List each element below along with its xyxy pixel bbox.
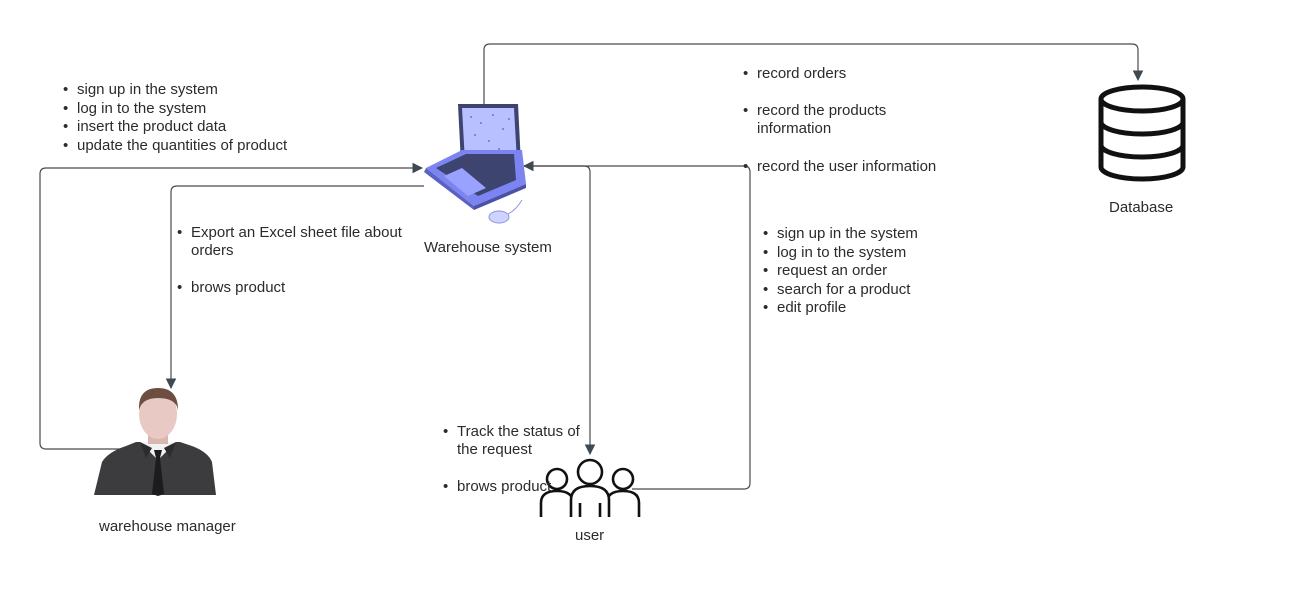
- warehouse-system-label: Warehouse system: [424, 239, 552, 256]
- list-item: brows product: [443, 478, 580, 497]
- system-to-database-list: record orders record the products inform…: [743, 46, 936, 195]
- list-item: Track the status of the request: [443, 423, 580, 460]
- edge-system-to-database: [483, 43, 1144, 112]
- user-label: user: [575, 527, 605, 544]
- list-item: sign up in the system: [763, 225, 918, 244]
- warehouse-manager-label: warehouse manager: [99, 518, 236, 535]
- laptop-icon: [424, 104, 526, 224]
- list-item: update the quantities of product: [63, 137, 287, 156]
- system-to-user-list: Track the status of the request brows pr…: [443, 404, 580, 516]
- list-item: log in to the system: [763, 244, 918, 263]
- manager-to-system-list: sign up in the system log in to the syst…: [63, 81, 287, 155]
- list-item: record the products information: [743, 102, 936, 139]
- edge-manager-to-system: [39, 162, 424, 450]
- list-item: log in to the system: [63, 100, 287, 119]
- list-item: record orders: [743, 65, 936, 84]
- list-item: request an order: [763, 262, 918, 281]
- list-item: insert the product data: [63, 118, 287, 137]
- database-icon: [1098, 84, 1186, 182]
- list-item: Export an Excel sheet file about orders: [177, 224, 402, 261]
- list-item: record the user information: [743, 158, 936, 177]
- edge-system-to-manager: [165, 185, 424, 390]
- list-item: brows product: [177, 279, 402, 298]
- businessman-icon: [94, 388, 216, 496]
- system-to-manager-list: Export an Excel sheet file about orders …: [177, 205, 402, 317]
- user-to-system-list: sign up in the system log in to the syst…: [763, 225, 918, 318]
- list-item: sign up in the system: [63, 81, 287, 100]
- list-item: search for a product: [763, 281, 918, 300]
- list-item: edit profile: [763, 299, 918, 318]
- database-label: Database: [1109, 199, 1174, 216]
